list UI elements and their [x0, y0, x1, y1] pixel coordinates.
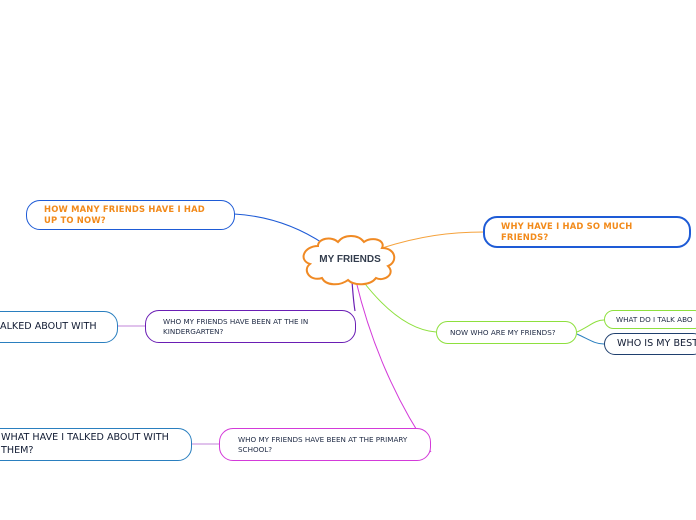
topic-kindergarten-label: WHO MY FRIENDS HAVE BEEN AT THE IN KINDE… — [163, 316, 309, 336]
subtopic-who-is-my-best[interactable]: WHO IS MY BEST — [604, 333, 696, 355]
center-cloud-shape — [302, 235, 396, 286]
topic-now-who-are-my-friends[interactable]: NOW WHO ARE MY FRIENDS? — [436, 321, 577, 344]
topic-primary-label: WHO MY FRIENDS HAVE BEEN AT THE PRIMARY … — [238, 434, 408, 454]
connector-why-have — [381, 231, 485, 249]
subtopic-what-have-i-talked-about-with-them[interactable]: WHAT HAVE I TALKED ABOUT WITH THEM? — [0, 428, 192, 461]
subtopic-talked-with-them-label: WHAT HAVE I TALKED ABOUT WITH THEM? — [1, 431, 169, 456]
topic-why-have-so-much-friends[interactable]: WHY HAVE I HAD SO MUCH FRIENDS? — [483, 216, 691, 248]
center-topic-label[interactable]: MY FRIENDS — [319, 254, 381, 265]
subtopic-talked-with-label: ALKED ABOUT WITH — [0, 320, 97, 332]
connector-how-many — [233, 213, 325, 245]
connector-kindergarten — [351, 280, 356, 312]
connector-what-talk — [576, 319, 605, 333]
subtopic-talked-about-with[interactable]: ALKED ABOUT WITH — [0, 311, 118, 343]
subtopic-who-best-label: WHO IS MY BEST — [617, 337, 696, 349]
topic-how-many-friends-label: HOW MANY FRIENDS HAVE I HAD UP TO NOW? — [44, 203, 205, 225]
topic-kindergarten-friends[interactable]: WHO MY FRIENDS HAVE BEEN AT THE IN KINDE… — [145, 310, 356, 343]
connector-primary — [355, 280, 432, 453]
topic-primary-school-friends[interactable]: WHO MY FRIENDS HAVE BEEN AT THE PRIMARY … — [219, 428, 431, 461]
connector-who-best — [576, 333, 605, 345]
subtopic-what-talk-label: WHAT DO I TALK ABO — [616, 314, 693, 324]
connector-now-who — [361, 279, 437, 333]
topic-why-have-label: WHY HAVE I HAD SO MUCH FRIENDS? — [501, 220, 633, 242]
subtopic-what-do-i-talk-about[interactable]: WHAT DO I TALK ABO — [604, 310, 696, 329]
topic-now-who-label: NOW WHO ARE MY FRIENDS? — [450, 327, 556, 337]
topic-how-many-friends[interactable]: HOW MANY FRIENDS HAVE I HAD UP TO NOW? — [26, 200, 235, 230]
